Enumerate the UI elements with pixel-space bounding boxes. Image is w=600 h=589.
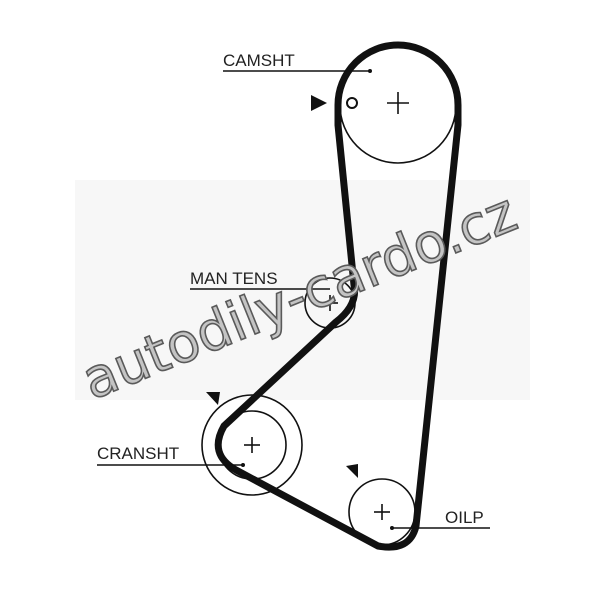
camshaft-timing-mark-icon	[346, 97, 358, 109]
oil-pump-label: OILP	[445, 508, 484, 527]
crankshaft-label: CRANSHT	[97, 444, 179, 463]
background-band	[75, 180, 530, 400]
camshaft-label: CAMSHT	[223, 51, 295, 70]
camshaft-arrow-icon	[311, 95, 327, 111]
oil-pump-arrow-icon	[346, 464, 358, 478]
timing-belt	[214, 41, 462, 551]
leader-lines	[97, 70, 490, 529]
tensioner-label: MAN TENS	[190, 269, 278, 288]
crankshaft-arrow-icon	[206, 392, 220, 405]
